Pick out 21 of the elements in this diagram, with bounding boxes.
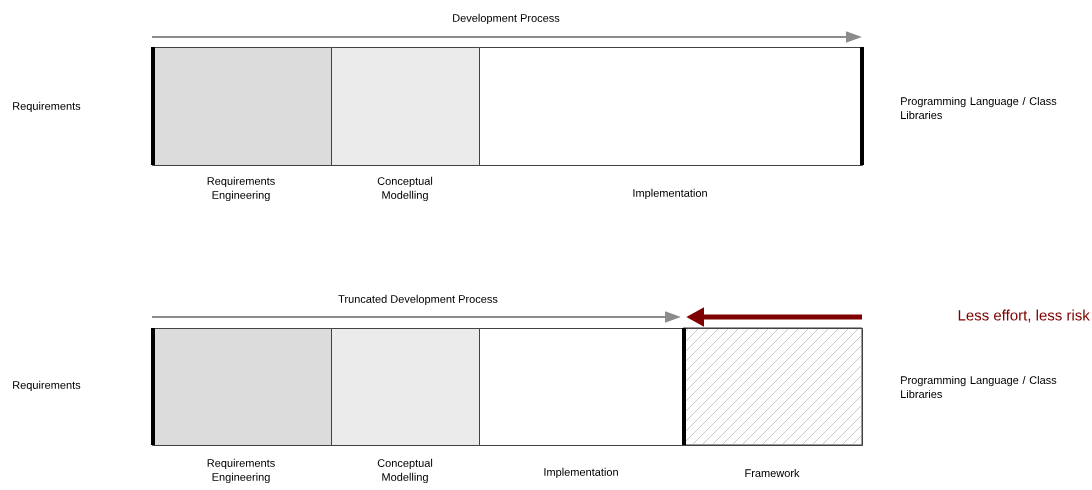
label-text: Programming Language / Class Libraries	[901, 96, 1057, 120]
process-segment: Implementation	[479, 47, 864, 200]
annotation-text: Less effort, less risk	[958, 309, 1090, 323]
process-segment: Conceptual Modelling	[331, 47, 480, 202]
node-label: Implementation	[544, 467, 618, 479]
node-label: Requirements Engineering	[207, 458, 275, 484]
node-label: Implementation	[633, 188, 707, 200]
node-label: Conceptual Modelling	[377, 176, 433, 202]
process-segment: Conceptual Modelling	[331, 328, 480, 484]
label-text: Development Process	[453, 13, 560, 25]
process-segment: Requirements Engineering	[151, 47, 332, 202]
node-label: Framework	[745, 468, 800, 478]
label-text: Requirements	[13, 380, 81, 392]
node-label: Requirements Engineering	[207, 176, 275, 202]
node-label: Conceptual Modelling	[377, 458, 433, 484]
label-text: Truncated Development Process	[338, 294, 498, 306]
process-segment: Requirements Engineering	[151, 328, 332, 484]
process-segment: Implementation	[479, 328, 684, 479]
process-segment: Framework	[682, 327, 863, 478]
label-text: Requirements	[13, 101, 81, 113]
label-text: Programming Language / Class Libraries	[901, 375, 1057, 399]
